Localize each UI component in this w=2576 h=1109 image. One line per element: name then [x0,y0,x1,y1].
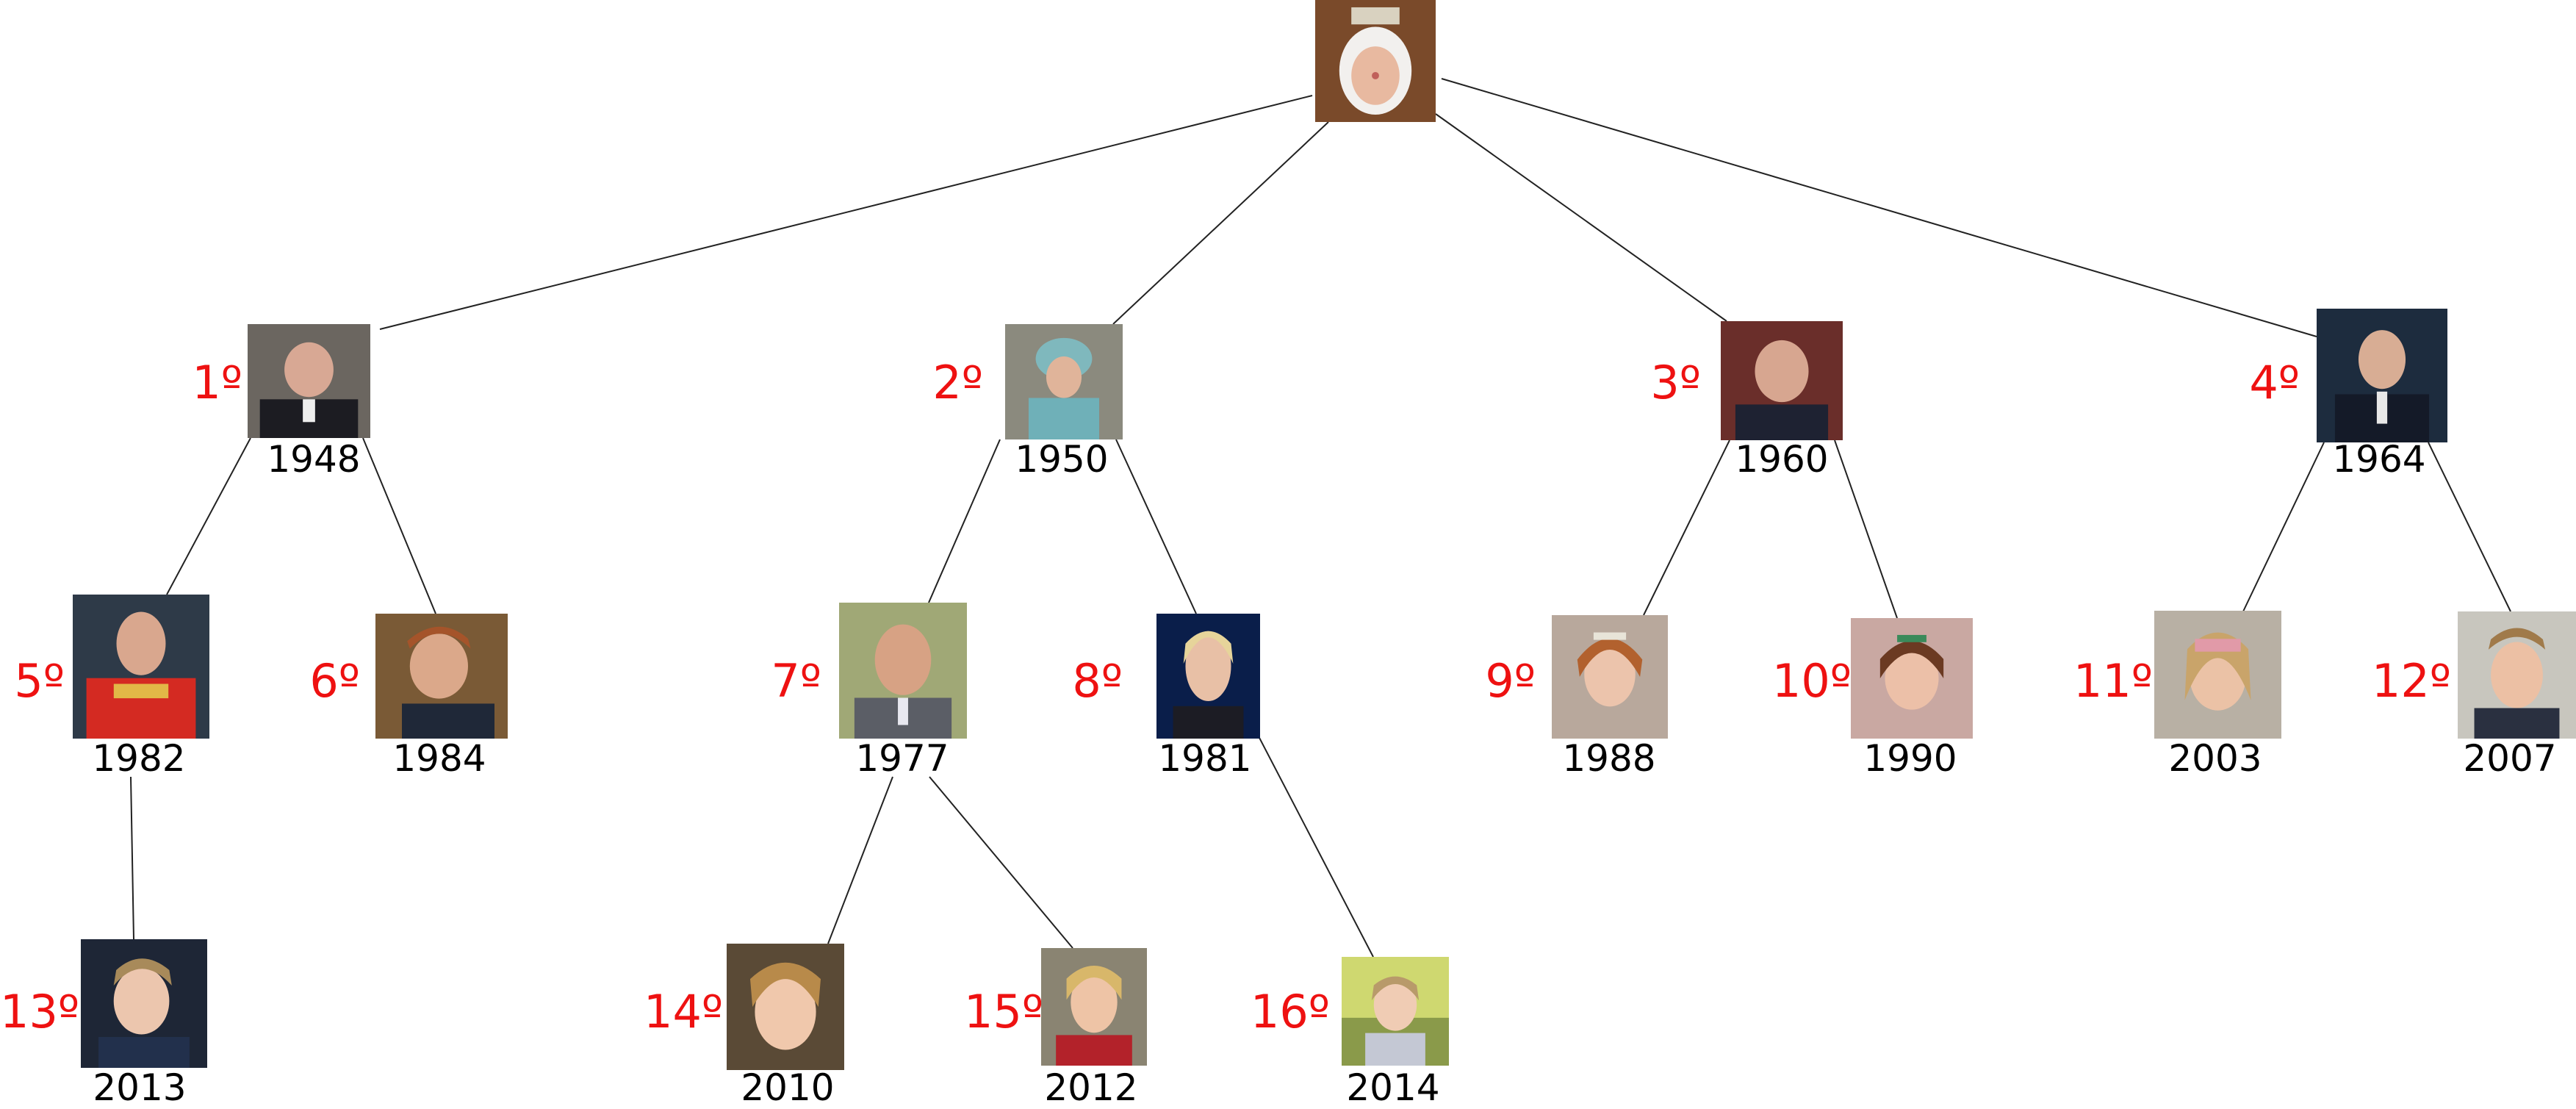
portrait [1851,618,1973,739]
rank-label: 6º [309,654,360,708]
portrait [375,614,508,739]
portrait [2458,611,2576,739]
rank-label: 9º [1485,654,1536,708]
rank-label: 7º [771,654,821,708]
connector-line [2428,442,2511,612]
rank-label: 10º [1771,654,1852,708]
portrait [2154,611,2281,739]
portrait-root [1315,0,1436,122]
portrait [1041,948,1147,1066]
connector-line [2242,442,2325,612]
portrait [1552,615,1668,739]
connector-line [827,776,893,944]
connector-line [362,437,436,614]
birth-year: 2003 [2168,737,2262,780]
connector-line [1112,121,1329,325]
connector-line [166,437,251,595]
portrait [1005,324,1123,439]
birth-year: 1988 [1562,737,1656,780]
portrait [1721,321,1843,440]
connector-line [1115,439,1197,614]
birth-year: 1960 [1735,438,1829,481]
connector-line [1435,113,1727,322]
birth-year: 1964 [2332,438,2426,481]
birth-year: 1982 [92,737,186,780]
birth-year: 1981 [1158,737,1252,780]
rank-label: 13º [0,985,80,1038]
rank-label: 4º [2249,356,2300,409]
rank-label: 16º [1250,985,1330,1038]
connector-line [1643,439,1730,616]
portrait [2317,309,2447,442]
birth-year: 1990 [1863,737,1957,780]
portrait [839,603,967,739]
connector-line [929,776,1073,949]
rank-label: 3º [1650,356,1701,409]
portrait [727,944,844,1070]
portrait [81,939,207,1068]
birth-year: 1977 [855,737,949,780]
rank-label: 15º [964,985,1044,1038]
rank-label: 11º [2073,654,2153,708]
connector-line [130,776,134,940]
portrait [248,324,370,438]
portrait [1342,957,1449,1066]
rank-label: 12º [2371,654,2451,708]
rank-label: 2º [932,356,983,409]
birth-year: 2014 [1346,1066,1440,1109]
connector-line [1257,734,1374,958]
birth-year: 2012 [1044,1066,1138,1109]
connector-line [379,95,1313,330]
connector-line [1441,78,2317,337]
rank-label: 14º [644,985,724,1038]
connector-line [928,439,1001,603]
birth-year: 1948 [267,438,361,481]
birth-year: 1984 [392,737,486,780]
connector-line [1834,439,1898,619]
portrait [73,595,209,739]
birth-year: 2007 [2463,737,2557,780]
rank-label: 5º [14,654,65,708]
birth-year: 2010 [741,1066,835,1109]
birth-year: 1950 [1015,438,1109,481]
rank-label: 1º [192,356,242,409]
portrait [1156,614,1260,739]
rank-label: 8º [1072,654,1123,708]
birth-year: 2013 [93,1066,187,1109]
